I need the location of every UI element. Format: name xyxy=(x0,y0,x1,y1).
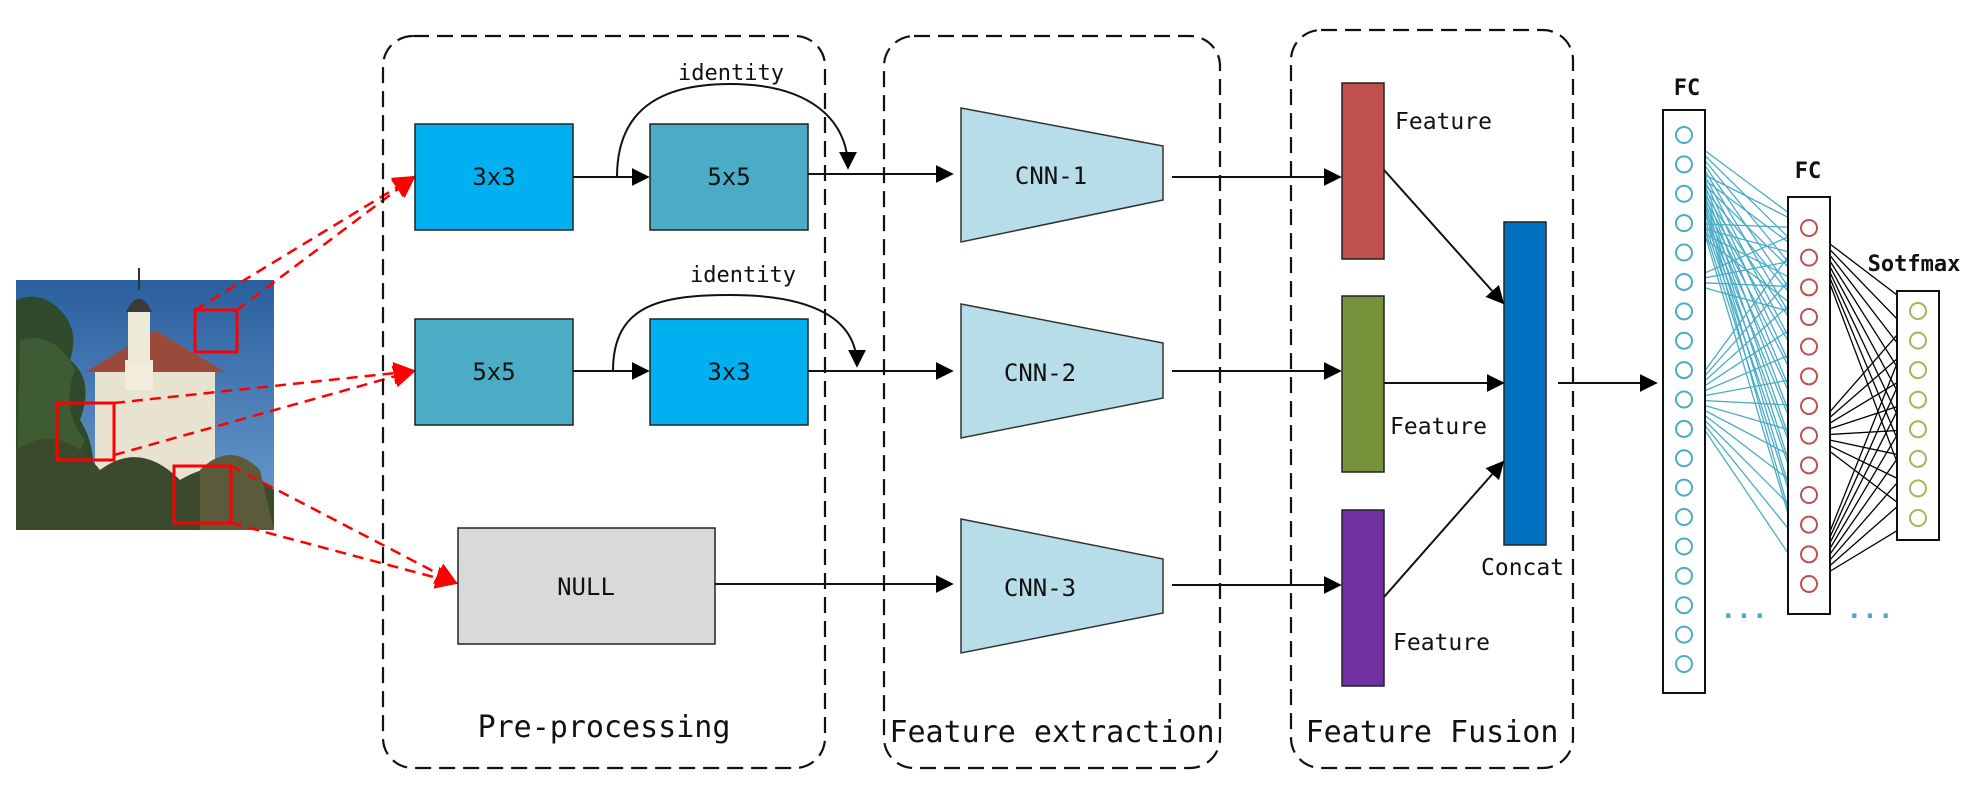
fc2-node xyxy=(1800,219,1818,237)
block-row2-b xyxy=(649,318,809,426)
block-row1-b-label: 5x5 xyxy=(707,163,750,191)
fc2-node xyxy=(1800,308,1818,326)
fc1-node xyxy=(1675,596,1693,615)
block-row2-a-label: 5x5 xyxy=(472,358,515,386)
fc2-node xyxy=(1800,486,1818,504)
stage-label-fusion: Feature Fusion xyxy=(1306,715,1559,750)
fc1-node xyxy=(1675,155,1693,174)
identity-curve-2 xyxy=(612,293,866,372)
concat-label: Concat xyxy=(1481,555,1564,581)
stage-label-extraction: Feature extraction xyxy=(889,715,1214,750)
identity-curve-1 xyxy=(616,82,857,178)
fc2-node xyxy=(1800,545,1818,564)
block-row3-null xyxy=(457,527,716,645)
arrow-feature3-concat xyxy=(1383,460,1505,598)
cnn-3-label: CNN-3 xyxy=(1004,574,1076,602)
fc1-node xyxy=(1675,184,1693,203)
cnn-1-block xyxy=(960,107,1164,243)
fc1-node xyxy=(1675,655,1693,673)
feature-1-label: Feature xyxy=(1395,109,1492,135)
fc1-node xyxy=(1675,537,1693,556)
fc2-node xyxy=(1800,278,1818,297)
fc-ellipsis-2: ... xyxy=(1847,595,1894,625)
fc1-node xyxy=(1675,390,1693,409)
cnn-3-block xyxy=(960,518,1164,654)
fc1-label: FC xyxy=(1674,76,1701,101)
fc-ellipsis-1: ... xyxy=(1721,595,1768,625)
fc2-node xyxy=(1800,575,1818,593)
softmax-node xyxy=(1909,449,1927,468)
fc1-node xyxy=(1675,243,1693,262)
stage-label-preprocessing: Pre-processing xyxy=(478,710,731,745)
fc1-node xyxy=(1675,126,1693,144)
softmax-node xyxy=(1909,420,1927,439)
cnn-2-label: CNN-2 xyxy=(1004,359,1076,387)
block-row1-b xyxy=(649,123,809,231)
cnn-1-label: CNN-1 xyxy=(1015,162,1087,190)
identity-label-1: identity xyxy=(678,61,784,86)
softmax-node xyxy=(1909,361,1927,380)
input-image xyxy=(16,268,274,530)
crop-box-1 xyxy=(193,308,239,354)
fc2-node xyxy=(1800,248,1818,267)
identity-label-2: identity xyxy=(690,263,796,288)
fc1-node xyxy=(1675,214,1693,233)
fc1-node xyxy=(1675,625,1693,644)
fc2-node xyxy=(1800,337,1818,356)
fc1-node xyxy=(1675,449,1693,468)
fc2-node xyxy=(1800,515,1818,534)
softmax-frame xyxy=(1896,290,1940,541)
softmax-node xyxy=(1909,331,1927,350)
feature-1-bar xyxy=(1341,82,1385,260)
fc2-node xyxy=(1800,367,1818,386)
fc1-node xyxy=(1675,566,1693,585)
softmax-node xyxy=(1909,479,1927,498)
block-row2-b-label: 3x3 xyxy=(707,358,750,386)
fc1-node xyxy=(1675,361,1693,380)
softmax-node xyxy=(1909,390,1927,409)
stage-box-fusion xyxy=(1289,28,1575,770)
fc1-node xyxy=(1675,508,1693,527)
feature-3-bar xyxy=(1341,509,1385,687)
fc2-node xyxy=(1800,397,1818,415)
block-row3-null-label: NULL xyxy=(557,573,615,601)
softmax-node xyxy=(1909,509,1927,527)
fc1-node xyxy=(1675,302,1693,321)
stage-box-extraction xyxy=(882,34,1222,770)
cnn-2-block xyxy=(960,303,1164,439)
crop-box-2 xyxy=(55,401,116,462)
feature-2-bar xyxy=(1341,295,1385,473)
block-row1-a-label: 3x3 xyxy=(472,163,515,191)
fc1-node xyxy=(1675,331,1693,350)
fc1-node xyxy=(1675,419,1693,438)
crop-box-3 xyxy=(172,464,233,525)
block-row2-a xyxy=(414,318,574,426)
fc2-node xyxy=(1800,426,1818,445)
fc2-node xyxy=(1800,456,1818,475)
fc2-label: FC xyxy=(1795,159,1822,184)
arrow-feature1-concat xyxy=(1383,169,1505,305)
softmax-label: Sotfmax xyxy=(1868,252,1961,277)
feature-2-label: Feature xyxy=(1390,414,1487,440)
crop-arrows xyxy=(113,175,459,589)
concat-bar xyxy=(1503,221,1547,546)
fc1-node xyxy=(1675,272,1693,291)
layer-nodes xyxy=(1675,126,1927,673)
softmax-node xyxy=(1909,302,1927,320)
feature-3-label: Feature xyxy=(1393,630,1490,656)
fc1-node xyxy=(1675,478,1693,497)
